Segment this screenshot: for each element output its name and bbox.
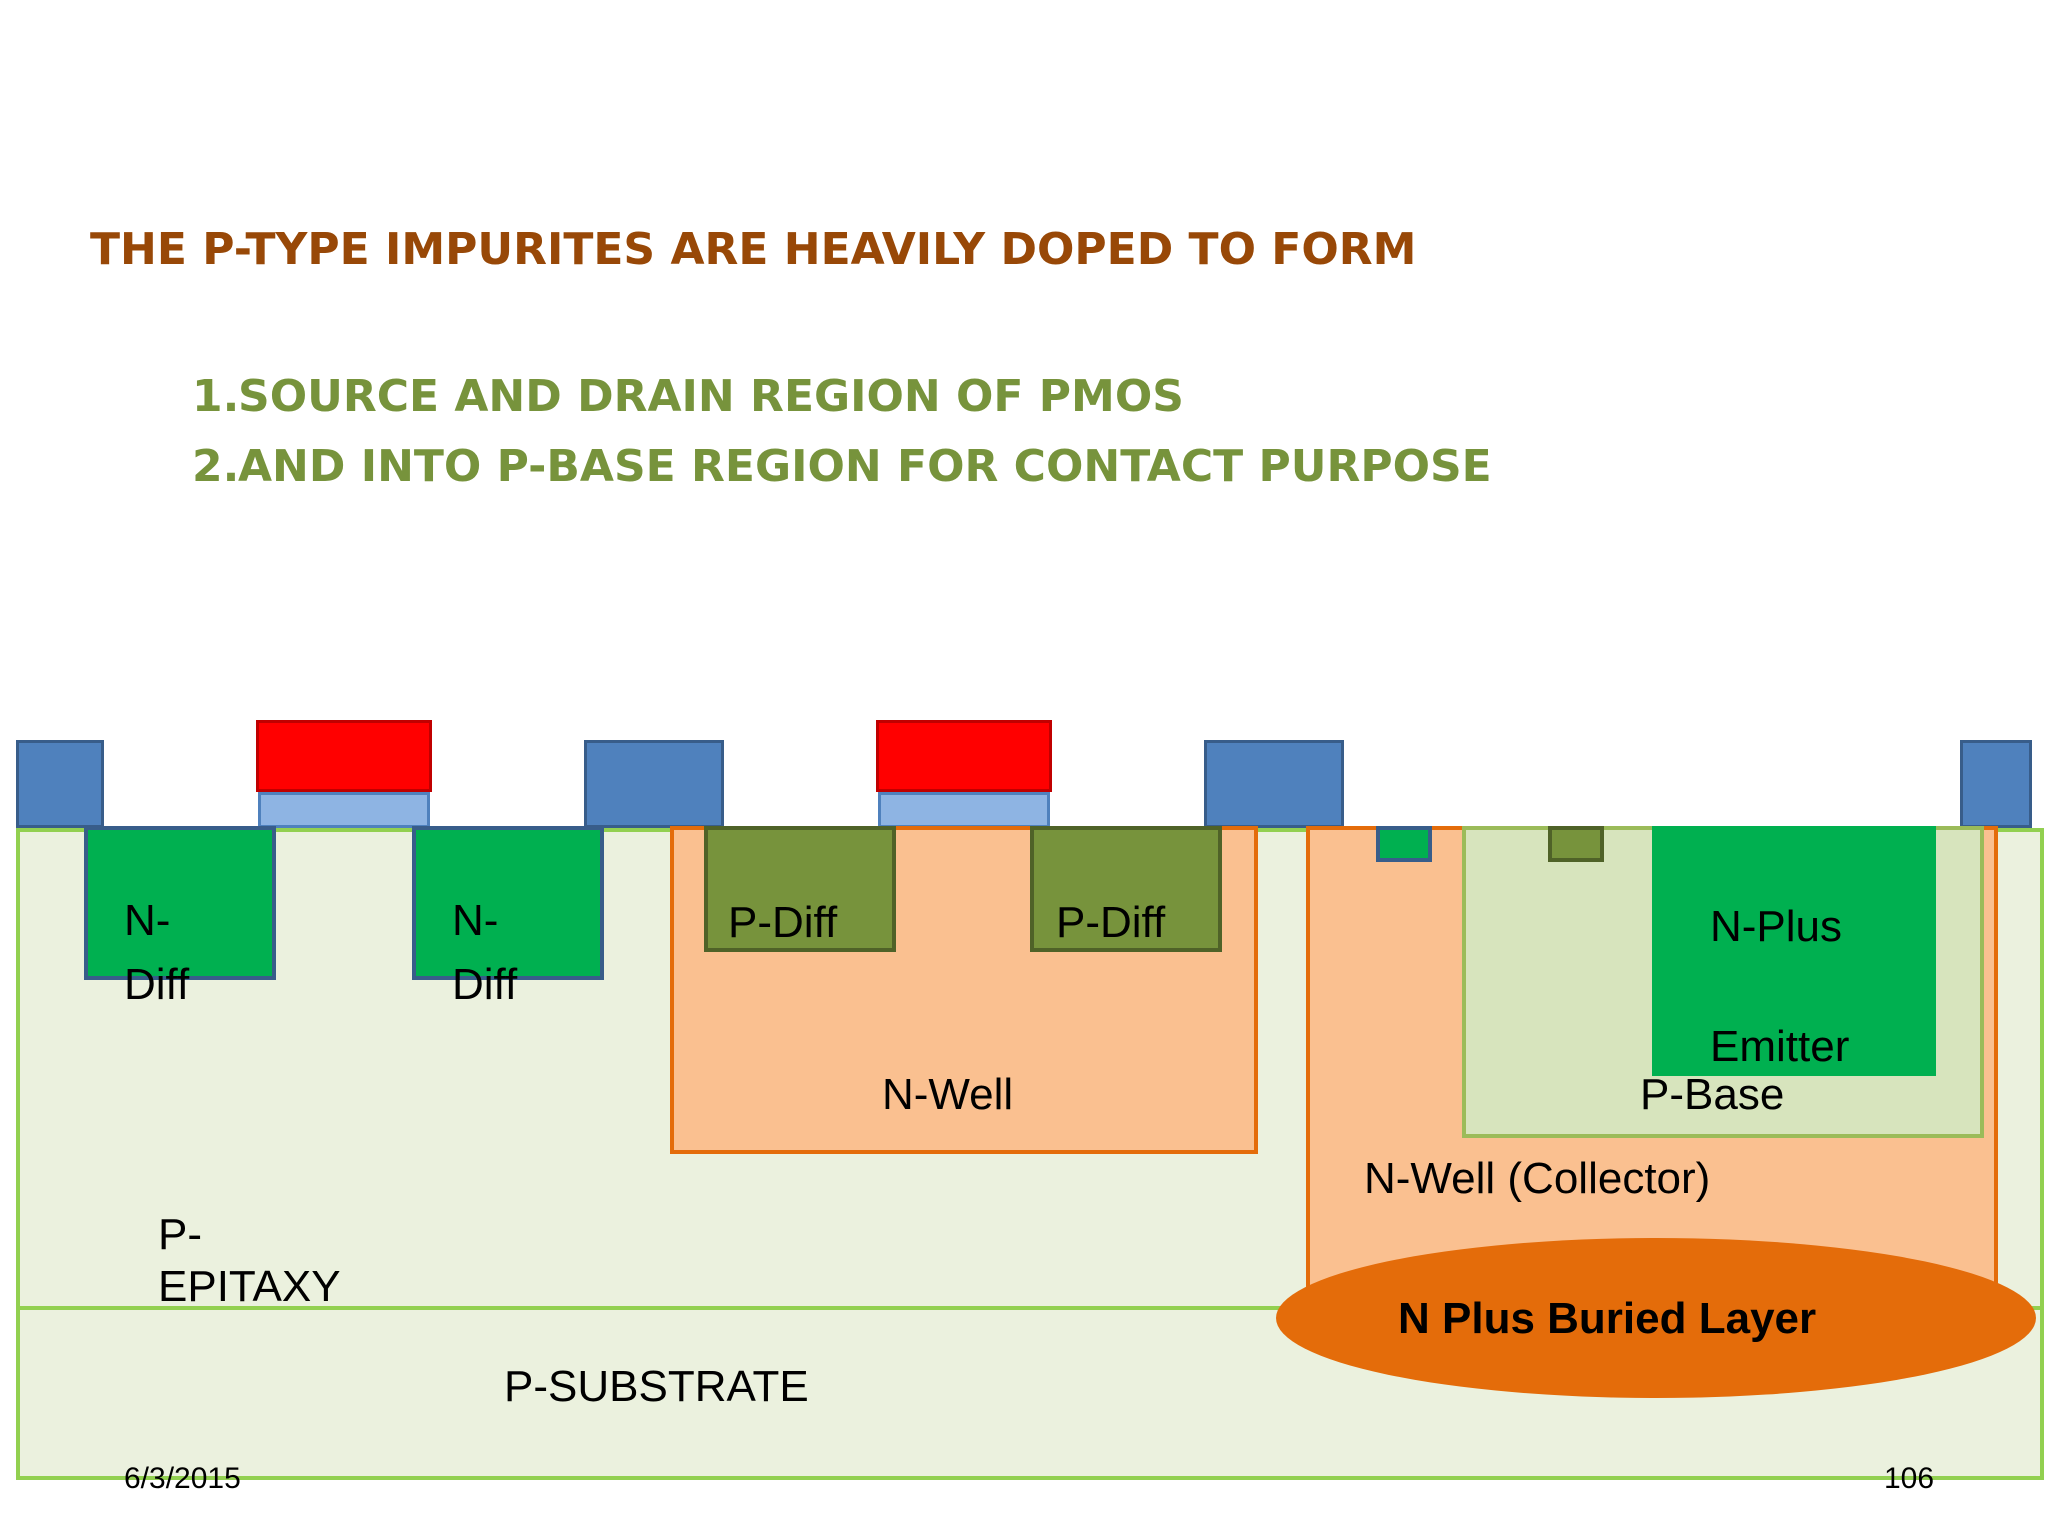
field-oxide-3 xyxy=(1204,740,1344,828)
p-substrate-label: P-SUBSTRATE xyxy=(504,1362,809,1411)
epitaxy-substrate-boundary xyxy=(16,1306,2044,1310)
pmos-gate-oxide xyxy=(878,792,1050,828)
list-item: 1. SOURCE AND DRAIN REGION OF PMOS xyxy=(192,362,1492,432)
n-diff-label-1-top: N- xyxy=(124,896,171,945)
p-diff-region-1 xyxy=(704,826,896,952)
collector-contact xyxy=(1376,826,1432,862)
p-diff-label-1: P-Diff xyxy=(728,898,838,947)
list-number: 1. xyxy=(192,371,240,422)
field-oxide-2 xyxy=(584,740,724,828)
base-contact xyxy=(1548,826,1604,862)
pmos-gate xyxy=(876,720,1052,792)
slide-heading: THE P-TYPE IMPURITES ARE HEAVILY DOPED T… xyxy=(90,224,1417,275)
page-number: 106 xyxy=(1884,1462,1935,1495)
p-diff-label-2: P-Diff xyxy=(1056,898,1166,947)
n-well-collector-label: N-Well (Collector) xyxy=(1364,1154,1711,1203)
nmos-gate xyxy=(256,720,432,792)
footer-date: 6/3/2015 xyxy=(124,1462,241,1495)
n-plus-label: N-Plus xyxy=(1710,902,1843,951)
n-diff-label-2-bottom: Diff xyxy=(452,960,518,1009)
list-number: 2. xyxy=(192,441,240,492)
n-diff-label-2-top: N- xyxy=(452,896,499,945)
field-oxide-4 xyxy=(1960,740,2032,828)
n-plus-buried-layer xyxy=(1276,1238,2036,1398)
n-plus-emitter-region xyxy=(1652,826,1936,1076)
bullet-list: 1. SOURCE AND DRAIN REGION OF PMOS 2. AN… xyxy=(192,362,1492,502)
n-diff-region-2 xyxy=(412,826,604,980)
nmos-gate-oxide xyxy=(258,792,430,828)
p-base-label: P-Base xyxy=(1640,1070,1785,1119)
p-diff-region-2 xyxy=(1030,826,1222,952)
list-item: 2. AND INTO P-BASE REGION FOR CONTACT PU… xyxy=(192,432,1492,502)
p-epitaxy-label-bottom: EPITAXY xyxy=(158,1262,341,1311)
p-epitaxy-label-top: P- xyxy=(158,1210,202,1259)
list-text: SOURCE AND DRAIN REGION OF PMOS xyxy=(238,371,1184,422)
field-oxide-1 xyxy=(16,740,104,828)
buried-layer-label: N Plus Buried Layer xyxy=(1398,1294,1817,1343)
n-diff-label-1-bottom: Diff xyxy=(124,960,190,1009)
emitter-label: Emitter xyxy=(1710,1022,1850,1071)
list-text: AND INTO P-BASE REGION FOR CONTACT PURPO… xyxy=(238,441,1492,492)
n-well-label: N-Well xyxy=(882,1070,1014,1119)
n-diff-region-1 xyxy=(84,826,276,980)
